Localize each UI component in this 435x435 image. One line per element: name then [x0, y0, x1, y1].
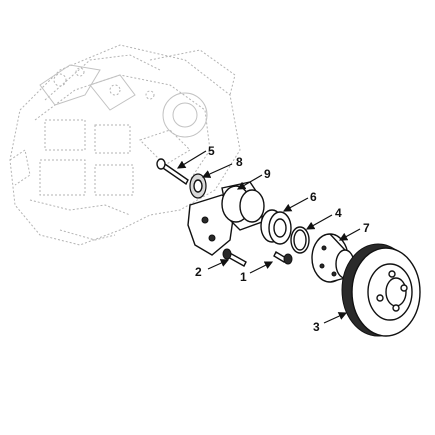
snap-ring-4	[290, 226, 310, 254]
leader-6	[282, 197, 309, 212]
callout-8: 8	[236, 155, 243, 169]
leader-7	[338, 228, 361, 241]
pulley-3	[341, 243, 421, 337]
callout-9: 9	[264, 167, 271, 181]
cap-screw-5	[156, 158, 189, 186]
leader-1	[249, 261, 274, 274]
callout-4: 4	[335, 206, 342, 220]
leader-8	[201, 163, 233, 178]
callout-3: 3	[313, 320, 320, 334]
leader-3	[323, 312, 348, 324]
callout-1: 1	[240, 270, 247, 284]
engine-block-outline	[9, 44, 241, 246]
callout-6: 6	[310, 190, 317, 204]
leader-5	[176, 150, 207, 169]
leader-4	[305, 214, 333, 230]
callout-5: 5	[208, 144, 215, 158]
washer-8	[189, 173, 207, 199]
cap-screw-2	[222, 248, 247, 267]
callout-labels: 5 8 9 6 4 7 2 1 3	[195, 144, 370, 334]
callout-2: 2	[195, 265, 202, 279]
leader-2	[207, 259, 230, 270]
leader-9	[236, 174, 263, 190]
bearing-6	[260, 209, 292, 245]
screw-1	[273, 251, 293, 265]
leader-lines	[176, 150, 361, 324]
callout-7: 7	[363, 221, 370, 235]
